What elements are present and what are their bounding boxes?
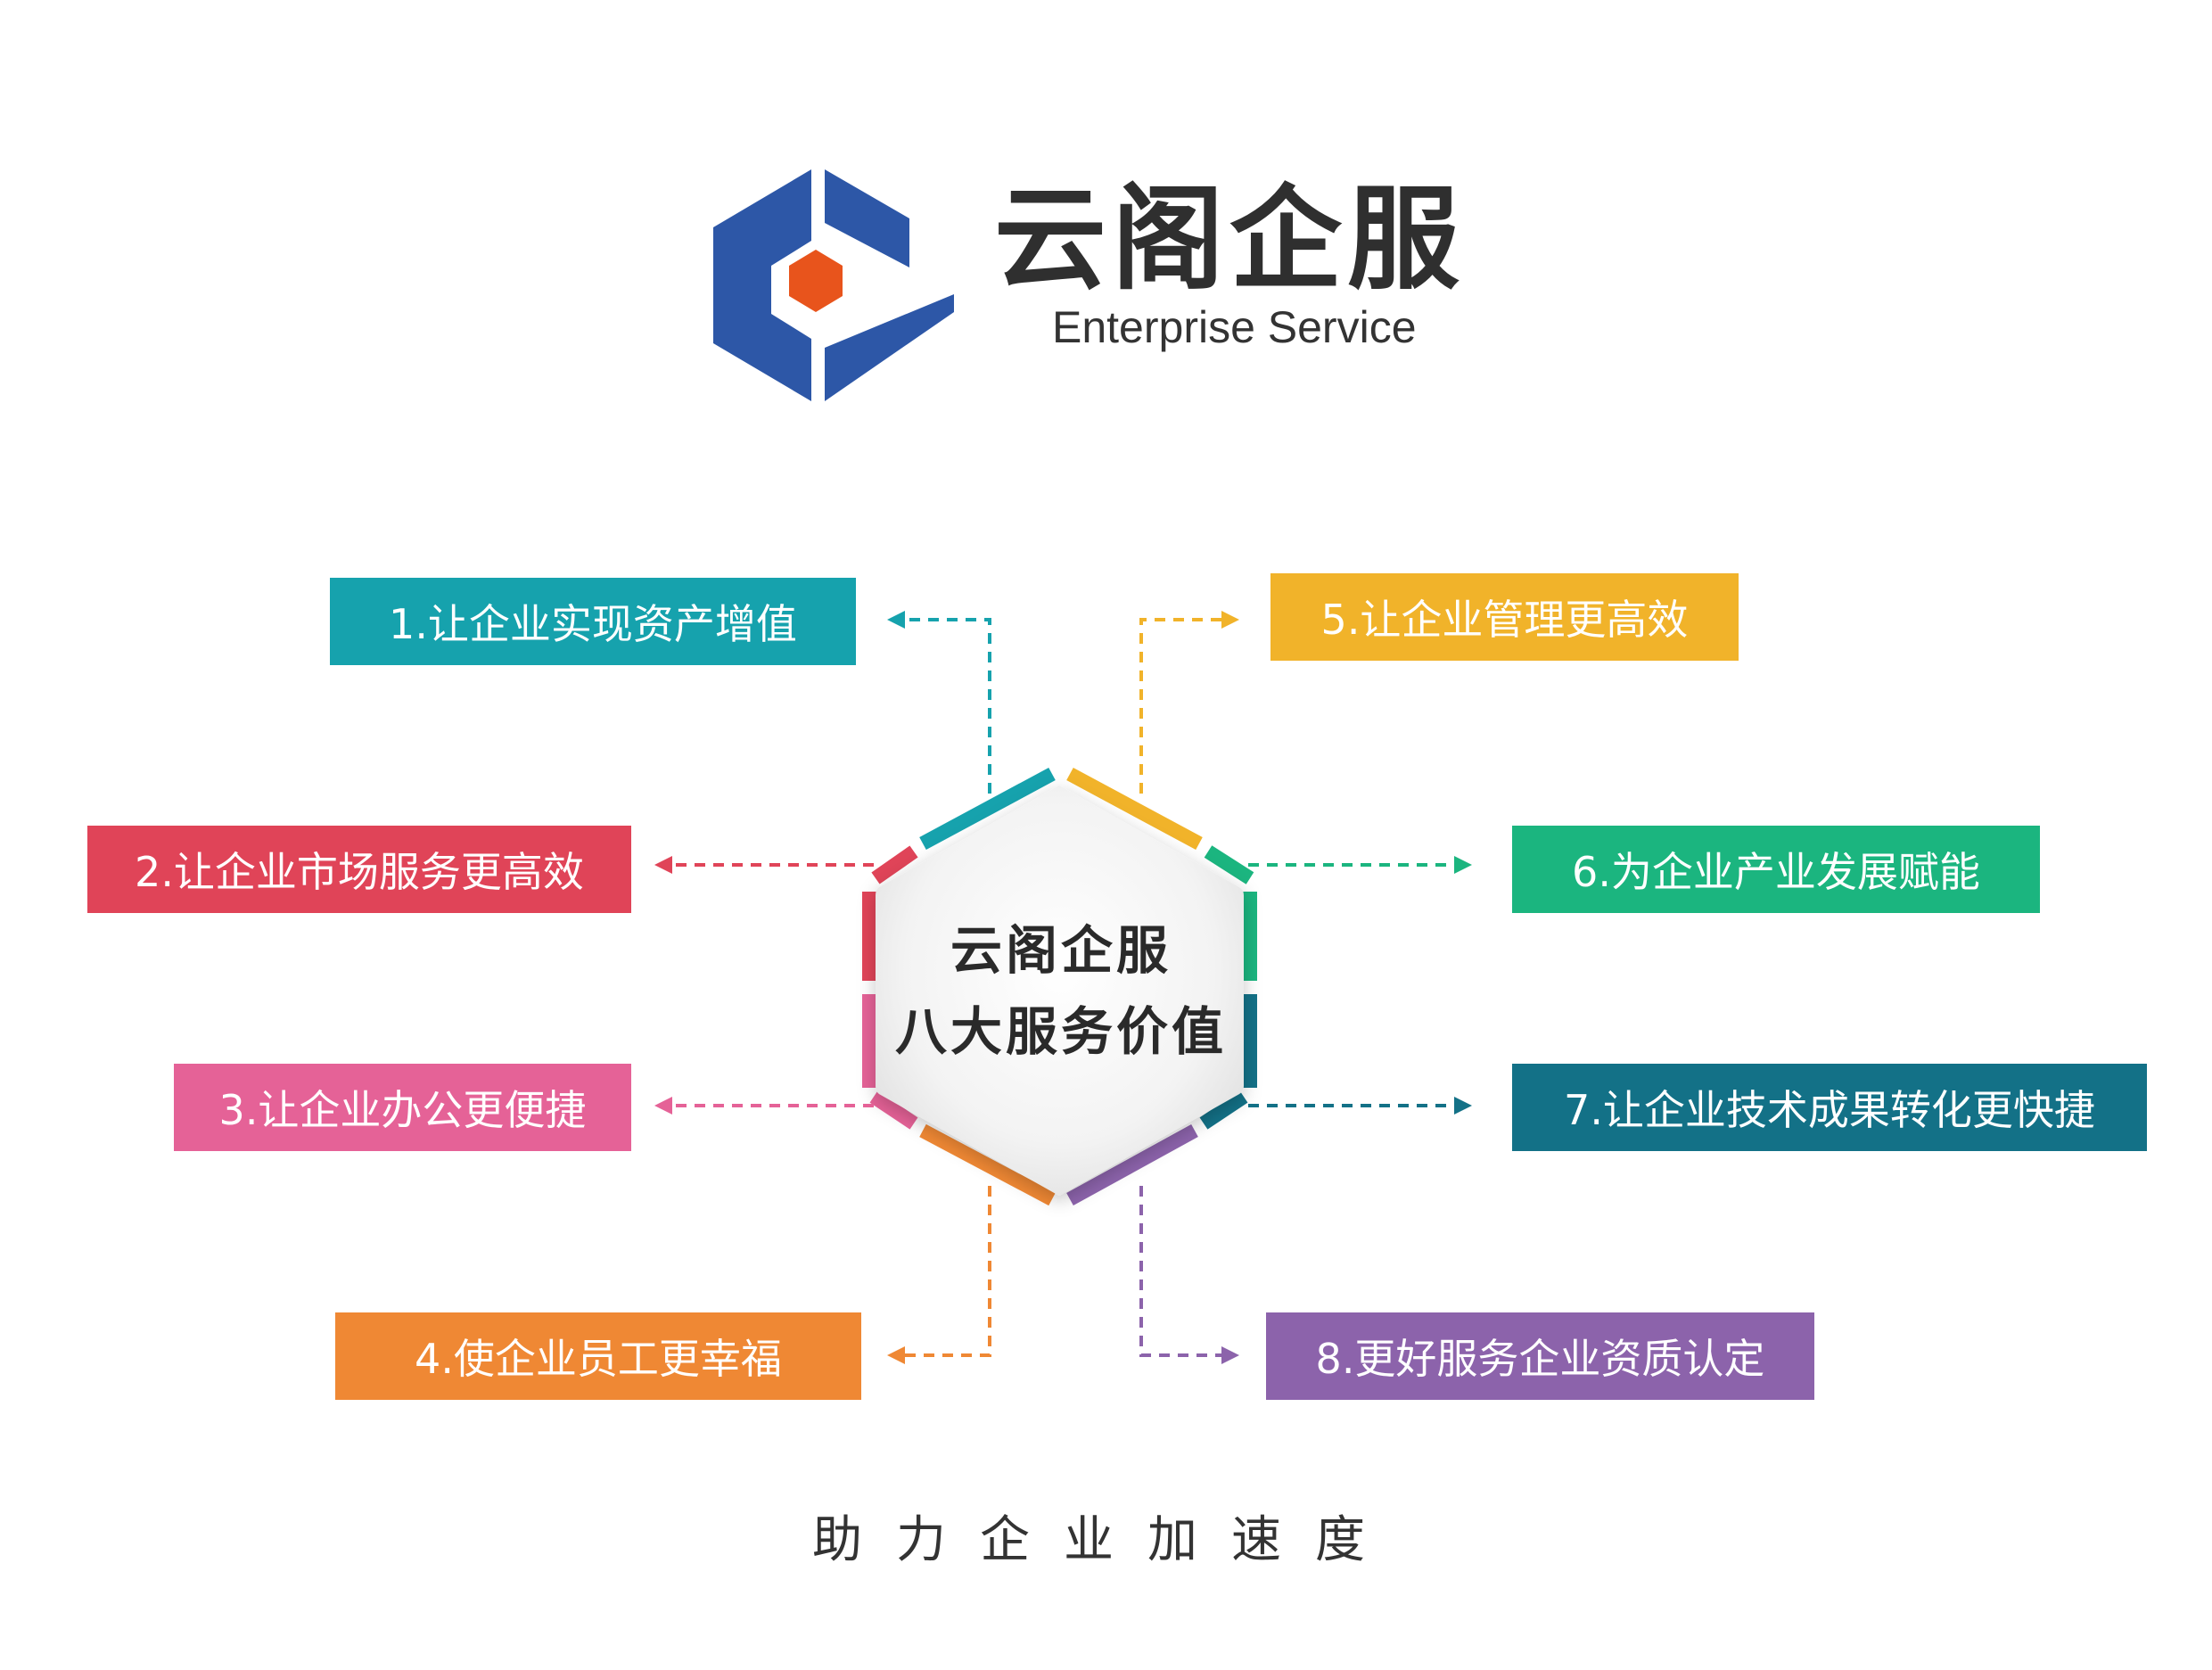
ring-segment-green-top xyxy=(1204,845,1254,884)
logo-hexagon-shape xyxy=(713,169,811,401)
arrowhead-8 xyxy=(1221,1346,1239,1364)
value-box-7: 7.让企业技术成果转化更快捷 xyxy=(1512,1064,2147,1151)
arrowhead-4 xyxy=(887,1346,905,1364)
brand-logo-icon xyxy=(713,169,954,401)
brand-title: 云阁企服 xyxy=(994,173,1465,305)
slogan: 助力企业加速度 xyxy=(812,1511,1399,1569)
arrowhead-2 xyxy=(654,856,672,874)
value-box-3: 3.让企业办公更便捷 xyxy=(174,1064,631,1151)
center-subtitle: 八大服务价值 xyxy=(894,1001,1227,1062)
brand-subtitle: Enterprise Service xyxy=(1052,302,1417,352)
arrowheads xyxy=(654,611,1472,1364)
center-hexagon xyxy=(876,786,1244,1196)
arrowhead-5 xyxy=(1221,611,1239,629)
logo-top-arm xyxy=(825,169,909,267)
connector-5 xyxy=(1139,618,1232,794)
arrowhead-1 xyxy=(887,611,905,629)
hexagon-ring xyxy=(862,767,1257,1206)
value-box-5: 5.让企业管理更高效 xyxy=(1270,573,1739,661)
ring-segment-pink-bottom xyxy=(869,1090,918,1130)
connector-1 xyxy=(894,618,991,794)
ring-segment-darkteal-bottom xyxy=(1199,1090,1248,1130)
arrowhead-3 xyxy=(654,1097,672,1115)
arrowhead-6 xyxy=(1454,856,1472,874)
ring-segment-purple xyxy=(1066,1123,1198,1206)
value-box-1: 1.让企业实现资产增值 xyxy=(330,578,856,665)
connectors xyxy=(662,618,1465,1357)
value-box-4: 4.使企业员工更幸福 xyxy=(335,1312,861,1400)
logo-bottom-arm xyxy=(825,294,954,401)
value-box-2: 2.让企业市场服务更高效 xyxy=(87,826,631,913)
value-box-6: 6.为企业产业发展赋能 xyxy=(1512,826,2040,913)
connector-4 xyxy=(894,1186,991,1357)
ring-segment-yellow xyxy=(1066,767,1203,851)
logo-orange-core xyxy=(789,250,843,312)
ring-segment-teal xyxy=(919,767,1056,851)
ring-segment-orange xyxy=(919,1123,1056,1206)
ring-segment-red-top xyxy=(871,845,918,884)
arrowhead-7 xyxy=(1454,1097,1472,1115)
center-title: 云阁企服 xyxy=(950,920,1172,981)
value-box-8: 8.更好服务企业资质认定 xyxy=(1266,1312,1814,1400)
connector-8 xyxy=(1139,1186,1232,1357)
